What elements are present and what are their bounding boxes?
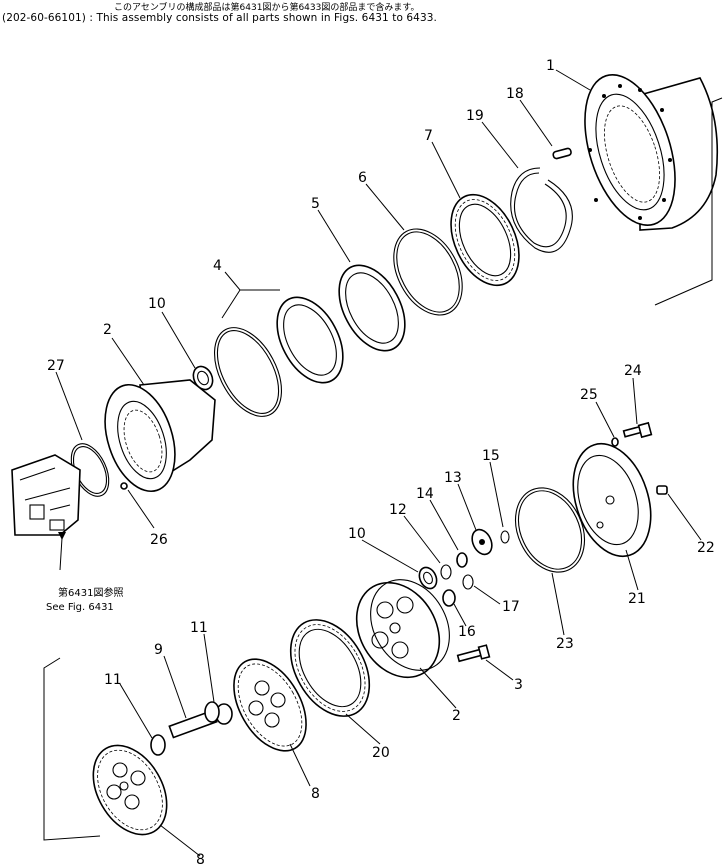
part-24-bolt — [622, 421, 653, 439]
callout-11-right: 11 — [190, 620, 208, 636]
leader-lines — [55, 69, 702, 857]
callout-18: 18 — [506, 86, 524, 102]
part-17-ring — [462, 574, 474, 590]
see-fig-note-en: See Fig. 6431 — [46, 602, 114, 613]
see-fig-note-jp: 第6431図参照 — [58, 586, 123, 599]
callout-16: 16 — [458, 624, 476, 640]
part-15-snap-ring — [500, 530, 510, 544]
callout-8-lower: 8 — [196, 852, 205, 866]
callout-8-middle: 8 — [311, 786, 320, 802]
leader-housing-to-lower — [654, 97, 723, 306]
callout-1: 1 — [546, 58, 555, 74]
part-3-bolt — [456, 644, 491, 663]
callout-17: 17 — [502, 599, 520, 615]
part-8-carrier-middle — [233, 658, 307, 752]
part-23-o-ring — [514, 487, 586, 573]
part-6-o-ring — [393, 228, 463, 316]
callout-3: 3 — [514, 677, 523, 693]
part-19-snap-ring — [510, 167, 573, 253]
motor-leader — [59, 537, 63, 571]
part-8-carrier-lower — [92, 744, 168, 836]
part-22-plug — [656, 485, 668, 495]
callout-27: 27 — [47, 358, 65, 374]
part-2-hub-upper — [104, 379, 216, 493]
callout-20: 20 — [372, 745, 390, 761]
part-9-shaft — [168, 703, 233, 739]
part-5-ring — [338, 264, 406, 352]
part-10-bearing-lower — [418, 566, 438, 590]
part-1-housing — [584, 73, 719, 231]
callout-10-lower: 10 — [348, 526, 366, 542]
part-20-ring-gear — [289, 619, 371, 717]
header-japanese: このアセンブリの構成部品は第6431図から第6433図の部品まで含みます。 — [114, 3, 420, 13]
see-fig-note: 第6431図参照 See Fig. 6431 — [46, 586, 123, 613]
callout-15: 15 — [482, 448, 500, 464]
callout-7: 7 — [424, 128, 433, 144]
part-11-bearing-left — [150, 734, 166, 756]
callout-9: 9 — [154, 642, 163, 658]
part-25-washer — [611, 437, 619, 447]
part-14-washer — [456, 552, 468, 568]
callout-14: 14 — [416, 486, 434, 502]
part-7-ring-gear — [450, 193, 520, 287]
callout-4: 4 — [213, 258, 222, 274]
part-11-bearing-right — [204, 701, 220, 723]
leader-lower-bracket — [43, 657, 101, 841]
callout-13: 13 — [444, 470, 462, 486]
part-2-carrier-lower — [355, 579, 450, 679]
part-18-pin — [552, 147, 572, 160]
motor-reference-block — [11, 454, 81, 536]
part-16-bearing — [442, 589, 456, 607]
callout-2-lower: 2 — [452, 708, 461, 724]
callout-19: 19 — [466, 108, 484, 124]
callout-25: 25 — [580, 387, 598, 403]
header-english: (202-60-66101) : This assembly consists … — [2, 12, 437, 24]
callout-2: 2 — [103, 322, 112, 338]
callout-5: 5 — [311, 196, 320, 212]
callout-12: 12 — [389, 502, 407, 518]
part-13-gear — [471, 528, 493, 556]
callout-21: 21 — [628, 591, 646, 607]
callout-10: 10 — [148, 296, 166, 312]
callout-24: 24 — [624, 363, 642, 379]
part-10-bearing-upper — [192, 365, 214, 391]
part-4-floating-seal — [213, 296, 344, 417]
callout-labels: 1 18 19 7 6 5 4 10 2 27 26 24 25 15 13 1… — [47, 58, 715, 866]
part-12-ring — [440, 564, 452, 580]
callout-22: 22 — [697, 540, 715, 556]
callout-26: 26 — [150, 532, 168, 548]
callout-11-left: 11 — [104, 672, 122, 688]
part-21-cover — [572, 442, 652, 558]
callout-23: 23 — [556, 636, 574, 652]
part-26-plug — [120, 482, 128, 490]
callout-6: 6 — [358, 170, 367, 186]
